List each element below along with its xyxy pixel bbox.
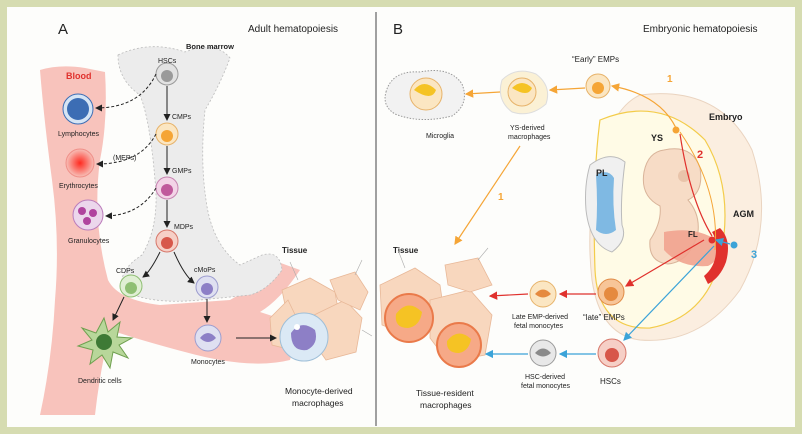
hscs-label: HSCs <box>158 58 177 65</box>
erythrocytes-label: Erythrocytes <box>59 183 98 190</box>
hsc-fetal-line1: HSC-derived <box>525 374 565 381</box>
monocytes-label: Monocytes <box>191 359 225 366</box>
hscs-cell <box>155 62 179 86</box>
dendritic-label: Dendritic cells <box>78 378 122 385</box>
hscs-b-cell <box>597 338 627 368</box>
panel-b-letter: B <box>393 21 403 38</box>
arrow-late-mono-tissue <box>488 291 529 300</box>
early-emps-label: “Early” EMPs <box>572 55 619 64</box>
granulocytes-cell <box>72 199 104 231</box>
blood-label: Blood <box>66 71 92 81</box>
arrow-ysmac-microglia <box>464 89 501 98</box>
fl-label: FL <box>688 230 698 239</box>
cdps-cell <box>119 274 143 298</box>
arrow-gmp-gran <box>105 187 157 220</box>
mdps-cell <box>155 229 179 253</box>
wave-3-label: 3 <box>751 249 757 261</box>
ys-label: YS <box>651 133 663 143</box>
mono-macro-line1: Monocyte-derived <box>285 386 353 396</box>
tissue-b-label: Tissue <box>393 246 419 255</box>
late-fetal-line1: Late EMP-derived <box>512 314 568 321</box>
ys-mac-line1: YS-derived <box>510 125 545 132</box>
red-ys-fl <box>679 133 713 237</box>
arrow-cmp-ery <box>96 133 157 168</box>
wave-1-label: 1 <box>667 74 673 85</box>
mono-macro-line2: macrophages <box>292 398 344 408</box>
late-fetal-line2: fetal monocytes <box>514 323 564 330</box>
mdps-label: MDPs <box>174 224 194 231</box>
bone-marrow <box>117 46 283 302</box>
arrow-hsc-lymph <box>95 73 157 112</box>
resident-line2: macrophages <box>420 400 472 410</box>
fl-dot <box>708 236 716 244</box>
early-emps-cell <box>585 73 611 99</box>
arrow-mdp-cmop <box>173 251 195 284</box>
bone-marrow-label: Bone marrow <box>186 42 234 51</box>
hsc-fetal-monocyte-cell <box>529 339 557 367</box>
cmps-label: CMPs <box>172 114 192 121</box>
gmps-label: GMPs <box>172 168 192 175</box>
lymphocytes-cell <box>62 93 94 125</box>
gmps-cell <box>155 176 179 200</box>
agm-dot <box>730 241 738 249</box>
tissue-a-label: Tissue <box>282 246 308 255</box>
meps-label: (MEPs) <box>113 155 136 162</box>
erythrocytes-cell <box>65 148 95 178</box>
cmps-cell <box>155 122 179 146</box>
microglia-label: Microglia <box>426 133 454 140</box>
arrow-cdp-dc <box>112 296 125 321</box>
orange-curve <box>679 131 717 251</box>
cmops-cell <box>195 275 219 299</box>
panel-b-title: Embryonic hematopoiesis <box>643 24 758 35</box>
hsc-fetal-line2: fetal monocytes <box>521 383 571 390</box>
late-fetal-monocyte-cell <box>529 280 557 308</box>
embryo-label: Embryo <box>709 112 743 122</box>
cmops-label: cMoPs <box>194 267 216 274</box>
wave-2-label: 2 <box>697 149 703 161</box>
agm-label: AGM <box>733 209 754 219</box>
resident-line1: Tissue-resident <box>416 388 474 398</box>
late-emps-label: “late” EMPs <box>583 313 625 322</box>
arrow-mdp-cdp <box>142 251 161 278</box>
tissue-resident-macrophage-1 <box>384 293 434 343</box>
panel-a-title: Adult hematopoiesis <box>248 24 338 35</box>
arrow-agm-fl <box>714 237 731 247</box>
cdps-label: CDPs <box>116 268 135 275</box>
granulocytes-label: Granulocytes <box>68 238 110 245</box>
pl-label: PL <box>596 168 608 178</box>
ys-mac-line2: macrophages <box>508 134 551 141</box>
ys-origin-dot <box>672 126 680 134</box>
wave-1b-label: 1 <box>498 192 504 203</box>
arrow-ysmac-tissue <box>454 145 521 246</box>
arrow-fl-hscs <box>623 245 715 341</box>
monocyte-derived-macrophage <box>279 312 329 362</box>
late-emps-cell <box>597 278 625 306</box>
tissue-resident-macrophage-2 <box>436 322 482 368</box>
arrow-fl-late-emps <box>624 239 705 287</box>
ys-macrophage-cell <box>499 70 549 115</box>
arrow-ys-early <box>610 83 677 129</box>
monocytes-cell <box>194 324 222 352</box>
dendritic-cell <box>76 316 134 370</box>
microglia-cell <box>384 70 465 120</box>
arrow-early-ysmac <box>548 85 586 94</box>
embryo-diagram <box>585 93 763 341</box>
hscs-b-label: HSCs <box>600 377 621 386</box>
panel-a-letter: A <box>58 21 68 38</box>
lymphocytes-label: Lymphocytes <box>58 131 99 138</box>
